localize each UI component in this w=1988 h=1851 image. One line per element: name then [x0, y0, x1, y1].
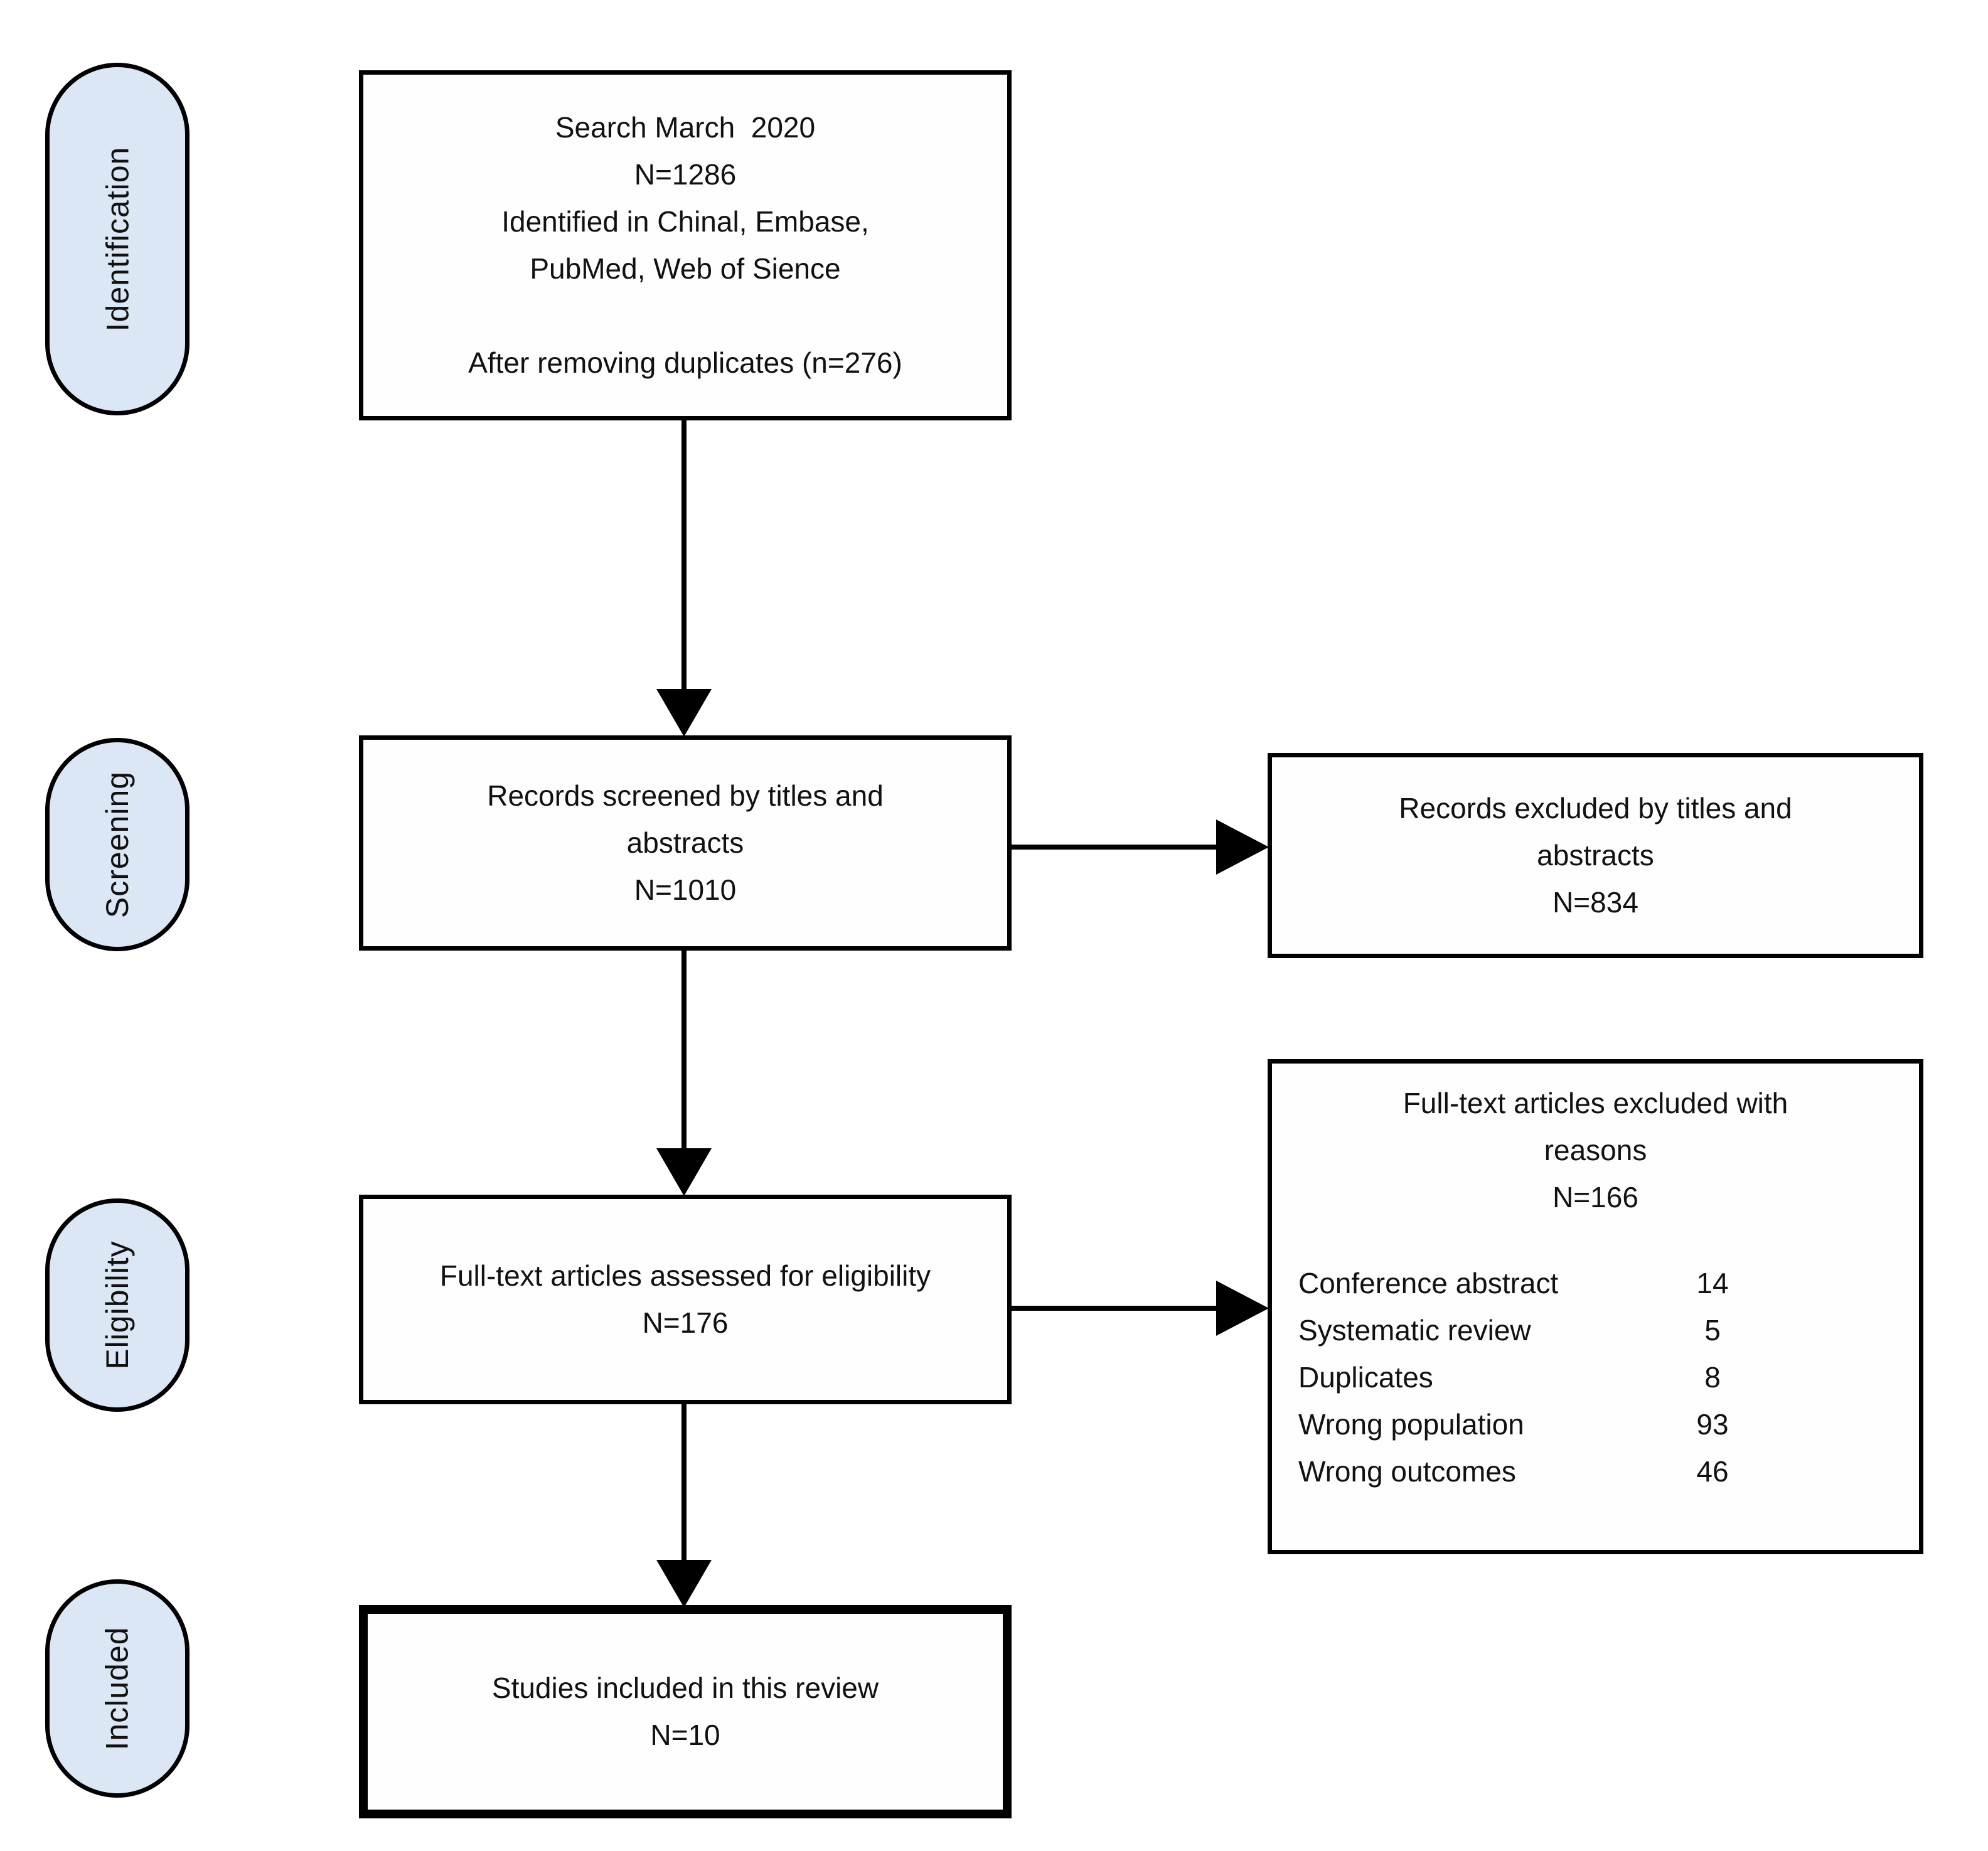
arrow-identification-to-screening-line: [681, 418, 687, 691]
arrow-screening-to-excluded-line: [1009, 845, 1219, 850]
studies-included-box: Studies included in this review N=10: [359, 1605, 1012, 1818]
exclusion-reason-count: 46: [1696, 1455, 1729, 1488]
arrow-eligibility-to-excluded-line: [1009, 1306, 1219, 1311]
exclusion-reason-row: Conference abstract 14: [1272, 1260, 1919, 1307]
search-records-text: Search March 2020 N=1286 Identified in C…: [468, 111, 902, 379]
stage-label-eligibility: Eligibility: [99, 1240, 135, 1370]
exclusion-reason-row: Systematic review 5: [1272, 1307, 1919, 1354]
exclusion-reason-row: Wrong population 93: [1272, 1401, 1919, 1448]
stage-pill-identification: Identification: [45, 63, 190, 415]
studies-included-text: Studies included in this review N=10: [491, 1672, 879, 1751]
exclusion-reason-row: Duplicates 8: [1272, 1354, 1919, 1401]
exclusion-reason-count: 5: [1704, 1314, 1721, 1347]
stage-pill-included: Included: [45, 1579, 190, 1798]
exclusion-reason-label: Duplicates: [1298, 1361, 1433, 1394]
arrow-eligibility-to-included-line: [681, 1402, 687, 1564]
exclusion-reason-count: 8: [1704, 1361, 1721, 1394]
exclusion-reason-label: Wrong population: [1298, 1408, 1524, 1441]
exclusion-reason-count: 14: [1696, 1267, 1729, 1299]
stage-label-identification: Identification: [100, 146, 135, 332]
records-excluded-text: Records excluded by titles and abstracts…: [1399, 792, 1792, 919]
arrow-eligibility-to-included-head: [656, 1560, 712, 1608]
fulltext-excluded-box: Full-text articles excluded with reasons…: [1268, 1059, 1923, 1554]
fulltext-excluded-header: Full-text articles excluded with reasons…: [1403, 1087, 1788, 1214]
arrow-screening-to-eligibility-line: [681, 948, 687, 1153]
records-excluded-box: Records excluded by titles and abstracts…: [1268, 753, 1923, 958]
stage-pill-eligibility: Eligibility: [45, 1198, 190, 1412]
records-screened-text: Records screened by titles and abstracts…: [487, 779, 884, 906]
arrow-screening-to-excluded-head: [1216, 819, 1269, 875]
fulltext-assessed-text: Full-text articles assessed for eligibil…: [439, 1259, 931, 1339]
arrow-eligibility-to-excluded-head: [1216, 1281, 1269, 1336]
arrow-screening-to-eligibility-head: [656, 1148, 712, 1196]
search-records-box: Search March 2020 N=1286 Identified in C…: [359, 70, 1012, 420]
stage-label-screening: Screening: [100, 771, 135, 919]
arrow-identification-to-screening-head: [656, 689, 712, 737]
exclusion-reason-label: Conference abstract: [1298, 1267, 1559, 1299]
exclusion-reason-list: Conference abstract 14 Systematic review…: [1272, 1260, 1919, 1495]
exclusion-reason-label: Systematic review: [1298, 1314, 1531, 1347]
stage-label-included: Included: [99, 1626, 135, 1751]
exclusion-reason-label: Wrong outcomes: [1298, 1455, 1516, 1488]
exclusion-reason-row: Wrong outcomes 46: [1272, 1448, 1919, 1495]
records-screened-box: Records screened by titles and abstracts…: [359, 735, 1012, 951]
fulltext-assessed-box: Full-text articles assessed for eligibil…: [359, 1195, 1012, 1404]
stage-pill-screening: Screening: [45, 738, 190, 951]
exclusion-reason-count: 93: [1696, 1408, 1729, 1441]
